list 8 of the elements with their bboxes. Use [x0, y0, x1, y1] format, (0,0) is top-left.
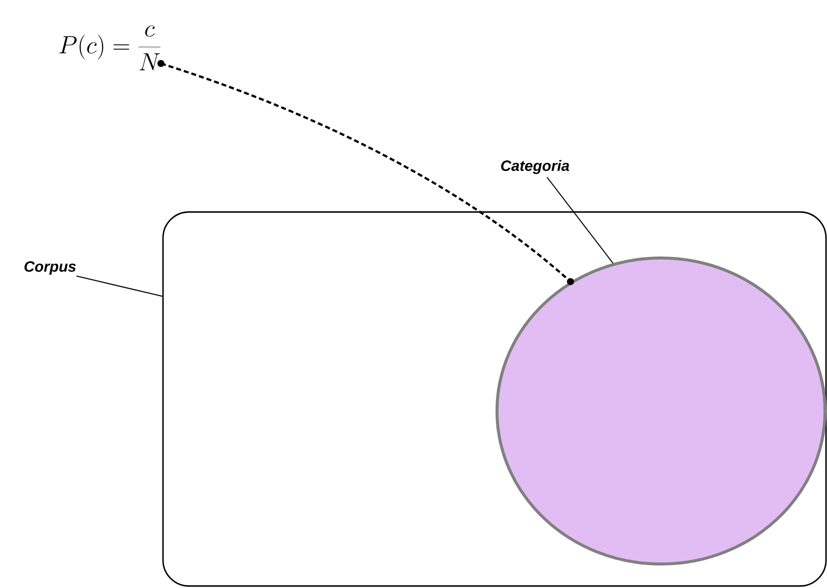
category-circle	[496, 256, 826, 566]
callout-label: Categoria	[501, 160, 570, 174]
leader-line	[546, 176, 614, 264]
corpus-rectangle	[162, 211, 827, 587]
formula: $P(c) = \frac{c}{N}$	[59, 25, 161, 70]
connector	[157, 60, 574, 286]
leader-line	[76, 276, 163, 297]
callout-label: Corpus	[24, 261, 76, 275]
